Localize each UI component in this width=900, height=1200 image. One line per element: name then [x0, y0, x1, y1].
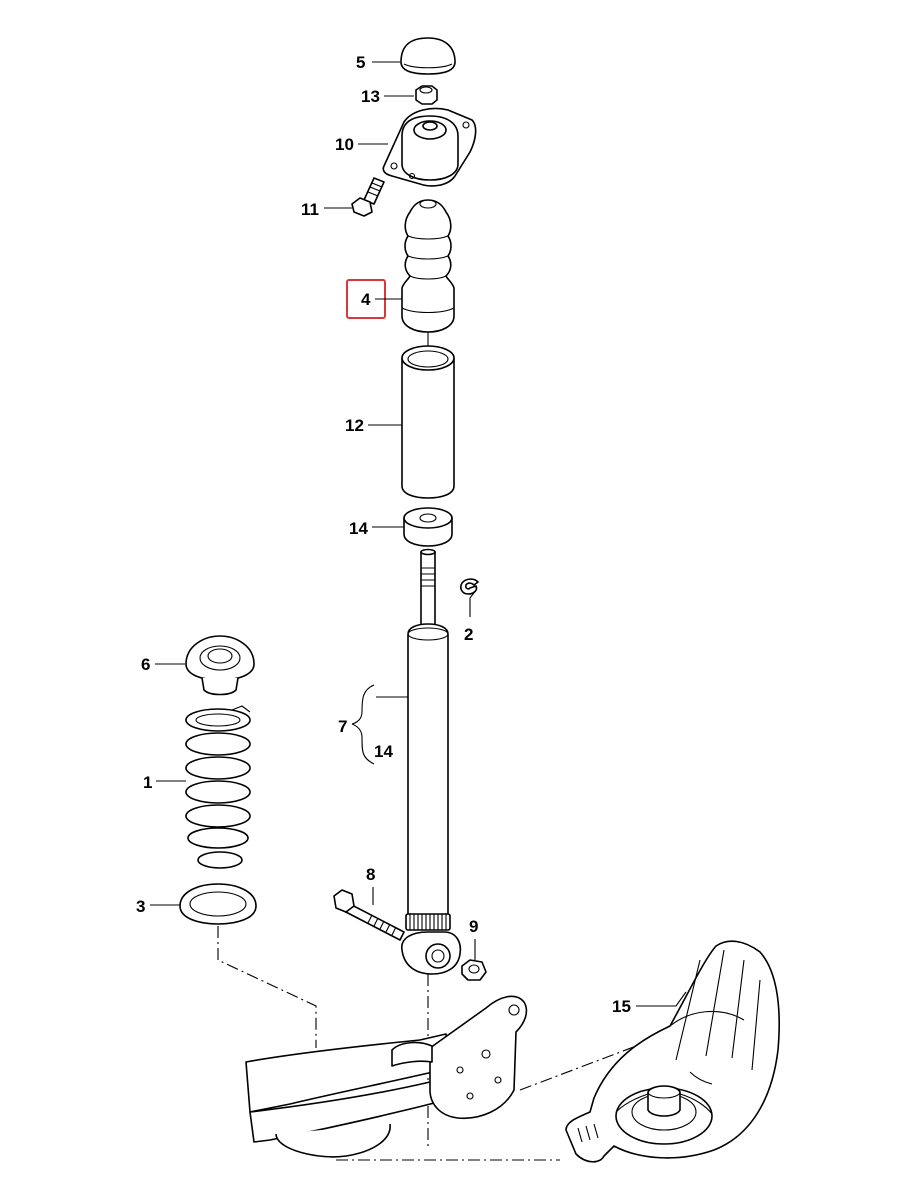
rear-axle-beam: [245, 995, 528, 1158]
part-11-bolt: [351, 177, 385, 217]
label-14-top[interactable]: 14: [349, 519, 368, 538]
label-7[interactable]: 7: [338, 717, 347, 736]
label-8[interactable]: 8: [366, 865, 375, 884]
part-2-circlip: [460, 578, 479, 595]
label-11[interactable]: 11: [301, 200, 319, 219]
part-9-nut: [461, 959, 487, 981]
label-12[interactable]: 12: [345, 416, 364, 435]
leader-lines: [150, 61, 687, 1007]
label-1[interactable]: 1: [143, 773, 152, 792]
label-9[interactable]: 9: [469, 917, 478, 936]
part-6-spring-seat: [185, 635, 255, 696]
part-5-dust-cap: [400, 37, 456, 75]
label-6[interactable]: 6: [141, 655, 150, 674]
part-13-nut: [415, 85, 438, 105]
label-13[interactable]: 13: [361, 87, 380, 106]
callout-labels: 5 13 10 11 4 12 14 2 6 7 14 1 8 3 9 15: [136, 53, 631, 1016]
part-15-wheel-arch-cover: [565, 940, 780, 1163]
label-2[interactable]: 2: [464, 625, 473, 644]
part-1-coil-spring: [185, 705, 251, 869]
part-12-protective-tube: [401, 345, 455, 499]
label-15[interactable]: 15: [612, 997, 631, 1016]
label-5[interactable]: 5: [356, 53, 365, 72]
part-8-bolt: [333, 889, 405, 941]
label-10[interactable]: 10: [335, 135, 354, 154]
part-14-buffer: [403, 507, 453, 547]
label-3[interactable]: 3: [136, 897, 145, 916]
part-10-top-mount: [382, 107, 477, 187]
part-7-shock-absorber: [401, 548, 462, 975]
label-14-side[interactable]: 14: [374, 742, 393, 761]
part-4-bump-stop: [401, 199, 455, 346]
part-3-spring-pad: [179, 883, 257, 925]
label-4[interactable]: 4: [361, 290, 371, 309]
